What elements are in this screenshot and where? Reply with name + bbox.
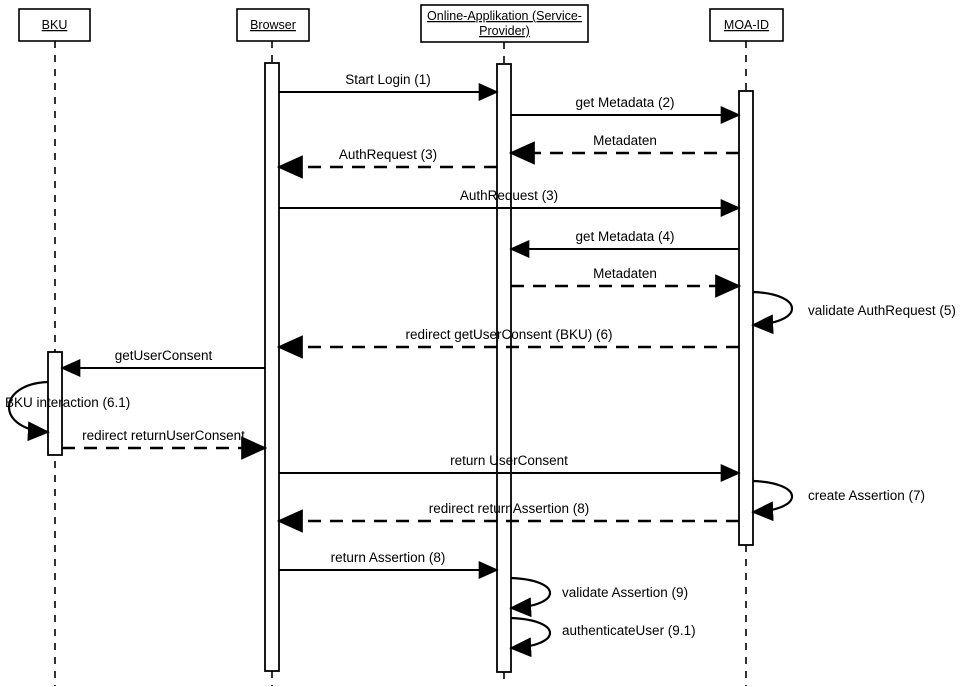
self-message-label: validate AuthRequest (5)	[808, 303, 956, 318]
message-m1: Start Login (1)	[279, 72, 499, 101]
message-m9: getUserConsent	[60, 348, 265, 377]
message-m8: redirect getUserConsent (BKU) (6)	[276, 327, 739, 359]
participant-label: BKU	[42, 18, 68, 32]
messages-layer: Start Login (1) get Metadata (2) Metadaten…	[60, 72, 742, 579]
self-message-s4: validate Assertion (9)	[509, 576, 688, 618]
participant-label: Online-Applikation (Service-	[427, 9, 582, 23]
message-label: Metadaten	[593, 133, 657, 148]
participant-label: MOA-ID	[724, 18, 769, 32]
self-message-label: create Assertion (7)	[808, 488, 925, 503]
self-message-s5: authenticateUser (9.1)	[509, 616, 696, 658]
message-m4: AuthRequest (3)	[276, 147, 497, 179]
message-m6: get Metadata (4)	[509, 229, 739, 258]
self-message-label: authenticateUser (9.1)	[562, 623, 696, 638]
self-message-label: BKU interaction (6.1)	[5, 395, 130, 410]
message-label: AuthRequest (3)	[460, 188, 558, 203]
participant-header-oa[interactable]: Online-Applikation (Service-Provider)	[420, 4, 589, 43]
message-label: return Assertion (8)	[331, 550, 446, 565]
message-label: return UserConsent	[450, 453, 568, 468]
message-label: get Metadata (2)	[575, 95, 674, 110]
self-message-arrow	[751, 290, 794, 335]
participant-box[interactable]	[420, 4, 589, 43]
message-m7: Metadaten	[511, 266, 742, 298]
self-message-label: validate Assertion (9)	[562, 585, 688, 600]
participant-box[interactable]	[236, 8, 310, 42]
message-m11: return UserConsent	[279, 453, 741, 482]
self-message-arrow	[509, 616, 552, 658]
participant-headers-layer: BKU Browser Online-Applikation (Service-Pr…	[18, 4, 784, 43]
self-message-s3: create Assertion (7)	[751, 479, 925, 522]
participant-header-browser[interactable]: Browser	[236, 8, 310, 42]
message-label: redirect returnUserConsent	[82, 428, 245, 443]
self-message-s1: validate AuthRequest (5)	[751, 290, 956, 335]
message-label: redirect returnAssertion (8)	[429, 501, 590, 516]
message-m3: Metadaten	[508, 133, 739, 165]
self-messages-layer: validate AuthRequest (5) BKU interaction …	[5, 290, 956, 658]
participant-label-line2: Provider)	[479, 24, 530, 38]
self-message-arrow	[8, 380, 50, 442]
message-label: getUserConsent	[115, 348, 213, 363]
participant-label: Browser	[250, 18, 296, 32]
activation-bar-bku	[47, 351, 63, 456]
participant-box[interactable]	[709, 8, 784, 42]
message-label: get Metadata (4)	[575, 229, 674, 244]
self-message-arrow	[509, 576, 552, 618]
message-m13: return Assertion (8)	[279, 550, 499, 579]
message-label: redirect getUserConsent (BKU) (6)	[405, 327, 612, 342]
message-label: Metadaten	[593, 266, 657, 281]
participant-header-bku[interactable]: BKU	[18, 8, 91, 42]
message-m12: redirect returnAssertion (8)	[276, 501, 739, 533]
participant-box[interactable]	[18, 8, 91, 42]
activation-bar-browser	[264, 62, 280, 672]
activations-layer	[47, 62, 754, 673]
message-m2: get Metadata (2)	[511, 95, 741, 124]
message-m10: redirect returnUserConsent	[62, 428, 268, 460]
participant-header-moaid[interactable]: MOA-ID	[709, 8, 784, 42]
message-m5: AuthRequest (3)	[279, 188, 741, 217]
activation-bar-oa	[496, 63, 512, 673]
self-message-s2: BKU interaction (6.1)	[5, 380, 130, 442]
activation-bar-moaid	[738, 90, 754, 546]
message-label: AuthRequest (3)	[339, 147, 437, 162]
self-message-arrow	[751, 479, 794, 522]
message-label: Start Login (1)	[345, 72, 431, 87]
